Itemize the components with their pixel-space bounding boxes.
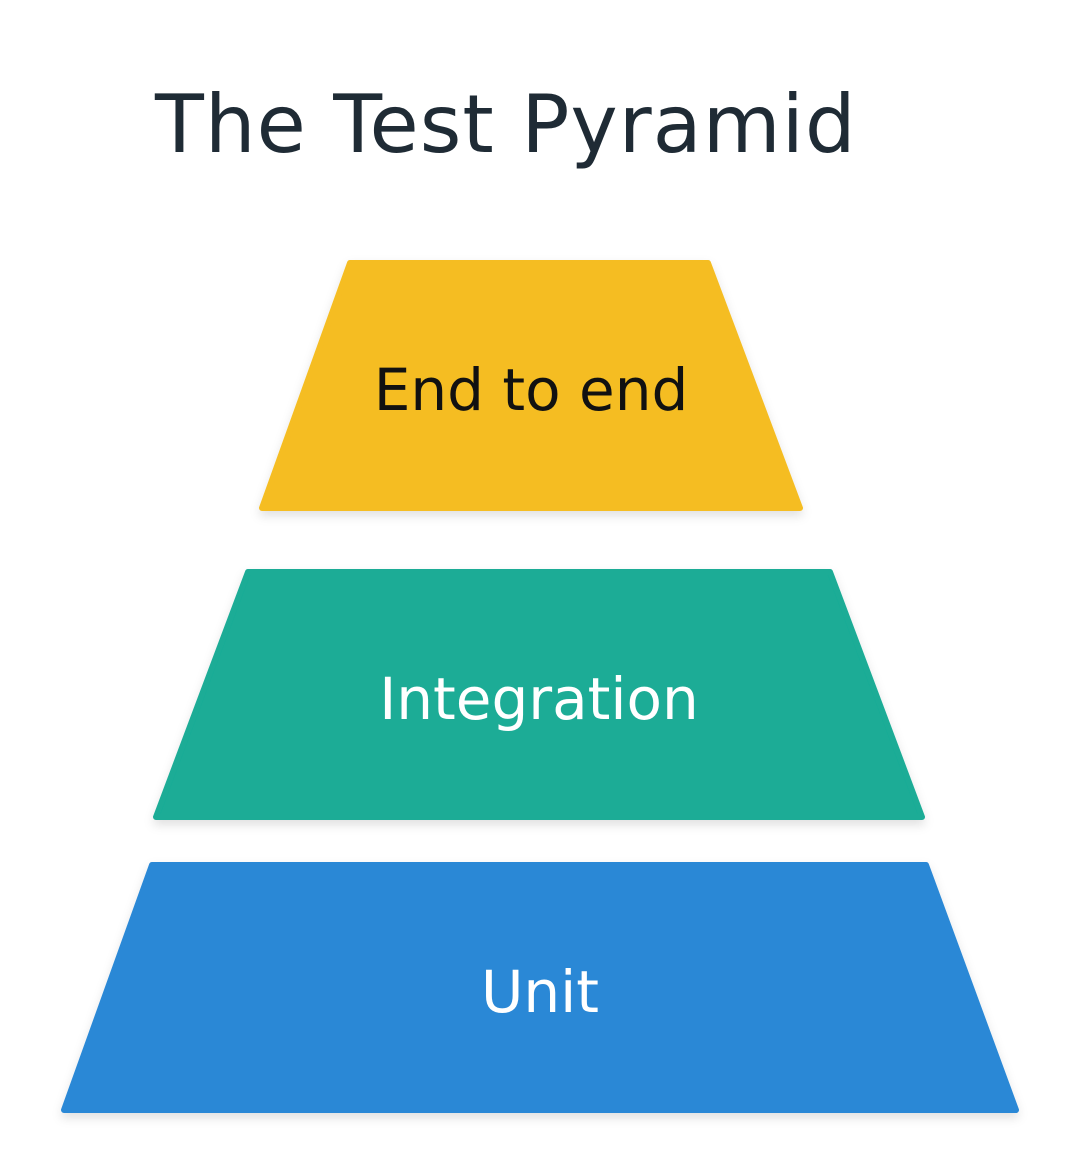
tier-unit: Unit xyxy=(61,862,1019,1113)
tier-integration-label: Integration xyxy=(379,665,699,733)
diagram-title: The Test Pyramid xyxy=(155,78,857,171)
tier-end-to-end-shape xyxy=(259,260,803,511)
tier-end-to-end: End to end xyxy=(259,260,803,511)
tier-integration: Integration xyxy=(153,569,925,820)
tier-unit-shape xyxy=(61,862,1019,1113)
tier-unit-label: Unit xyxy=(481,958,599,1026)
tier-end-to-end-label: End to end xyxy=(374,356,689,424)
tier-integration-shape xyxy=(153,569,925,820)
